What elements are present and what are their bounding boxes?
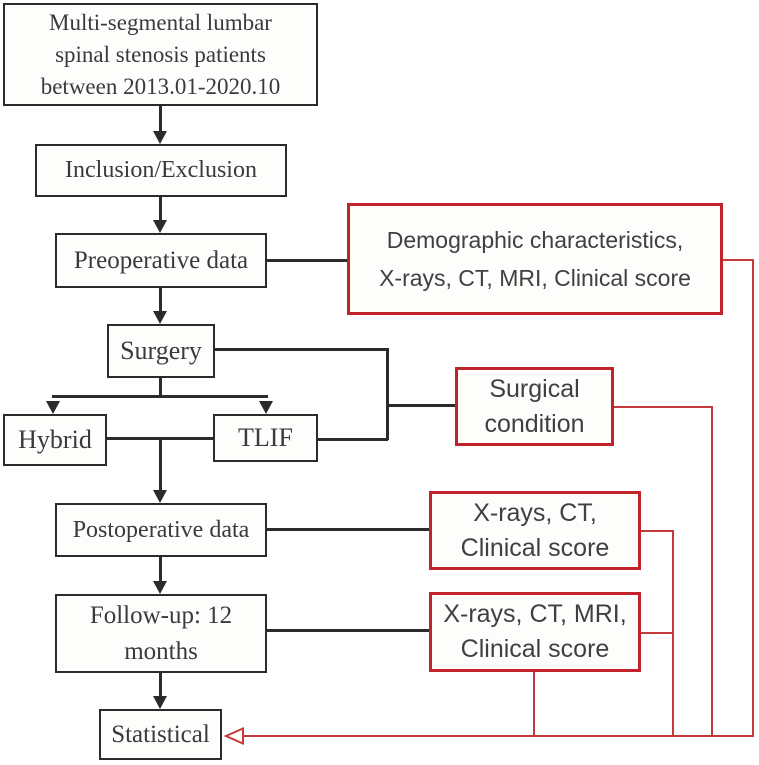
demographic-line1: Demographic characteristics,: [386, 227, 684, 253]
red-line-to-statistical: [243, 735, 753, 737]
followup-metrics-line1: X-rays, CT, MRI,: [443, 600, 627, 628]
demographic-line2: X-rays, CT, MRI, Clinical score: [379, 265, 691, 291]
open-arrowhead-left-icon: [224, 727, 244, 745]
connector-to-postoperative: [159, 437, 162, 492]
connector-preoperative-demographic: [267, 259, 347, 262]
surgical-condition-box: Surgical condition: [455, 367, 614, 446]
red-vertical-surgical: [711, 406, 713, 737]
red-vertical-demographic: [752, 259, 754, 737]
patients-box: Multi-segmental lumbar spinal stenosis p…: [3, 3, 318, 106]
surgery-label: Surgery: [120, 336, 202, 365]
followup-line1: Follow-up: 12: [89, 601, 233, 629]
patients-box-line1: Multi-segmental lumbar: [49, 9, 272, 35]
connector-surgery-branch: [159, 378, 162, 397]
surgical-condition-line2: condition: [484, 409, 585, 438]
preoperative-data-label: Preoperative data: [73, 246, 249, 274]
inclusion-exclusion-label: Inclusion/Exclusion: [65, 157, 257, 183]
followup-metrics-line2: Clinical score: [460, 635, 610, 663]
arrowhead-down-icon: [152, 581, 167, 594]
arrowhead-down-icon: [152, 311, 167, 324]
patients-box-line3: between 2013.01-2020.10: [40, 73, 281, 99]
surgery-box: Surgery: [107, 324, 215, 378]
connector-surgery-tlif-vertical: [386, 348, 389, 440]
branch-line-hybrid-tlif: [52, 395, 268, 398]
inclusion-exclusion-box: Inclusion/Exclusion: [35, 144, 287, 197]
red-vertical-followup-metrics-bottom: [533, 672, 535, 737]
preoperative-data-box: Preoperative data: [55, 233, 267, 288]
hybrid-label: Hybrid: [18, 425, 92, 454]
connector-surgery-right: [215, 348, 388, 351]
postoperative-metrics-line2: Clinical score: [460, 533, 610, 562]
hybrid-box: Hybrid: [3, 414, 107, 466]
connector-followup-statistical: [159, 673, 162, 698]
red-connector-postop-metrics-out: [641, 530, 673, 532]
tlif-box: TLIF: [213, 414, 318, 462]
postoperative-metrics-line1: X-rays, CT,: [473, 498, 597, 527]
red-connector-surgical-out: [614, 406, 712, 408]
arrowhead-down-icon: [152, 490, 167, 503]
postoperative-metrics-box: X-rays, CT, Clinical score: [429, 491, 641, 570]
postoperative-data-label: Postoperative data: [72, 516, 250, 543]
followup-box: Follow-up: 12 months: [55, 594, 267, 673]
demographic-characteristics-box: Demographic characteristics, X-rays, CT,…: [347, 203, 723, 315]
arrowhead-down-icon: [258, 401, 273, 414]
connector-postoperative-followup: [159, 557, 162, 583]
connector-inclusion-preoperative: [159, 197, 162, 221]
connector-postoperative-metrics: [267, 528, 429, 531]
connector-followup-metrics: [267, 629, 429, 632]
arrowhead-down-icon: [152, 696, 167, 709]
arrowhead-down-icon: [152, 220, 167, 233]
connector-to-surgical-condition: [388, 404, 455, 407]
statistical-label: Statistical: [111, 720, 210, 748]
postoperative-data-box: Postoperative data: [55, 503, 267, 557]
patients-box-line2: spinal stenosis patients: [55, 41, 266, 67]
followup-line2: months: [124, 637, 198, 665]
red-connector-followup-metrics-out: [641, 632, 672, 634]
tlif-label: TLIF: [238, 423, 293, 452]
connector-patients-inclusion: [159, 106, 162, 132]
connector-preoperative-surgery: [159, 288, 162, 312]
statistical-box: Statistical: [99, 709, 222, 760]
red-vertical-metrics: [672, 530, 674, 737]
red-connector-demographic-out: [723, 259, 753, 261]
connector-tlif-right: [318, 438, 388, 441]
followup-metrics-box: X-rays, CT, MRI, Clinical score: [429, 592, 641, 672]
arrowhead-down-icon: [152, 131, 167, 144]
arrowhead-down-icon: [45, 401, 60, 414]
surgical-condition-line1: Surgical: [489, 374, 580, 403]
